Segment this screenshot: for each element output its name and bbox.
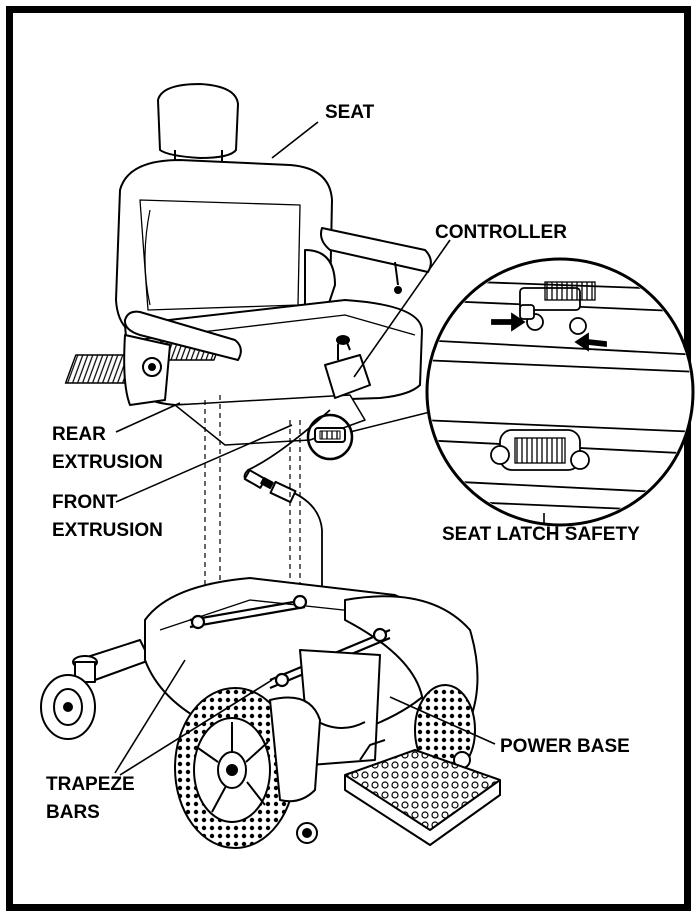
trapeze-bars [189, 594, 391, 690]
footplate [344, 749, 501, 831]
seat-latch-detail [425, 257, 695, 527]
seat-assembly [64, 83, 432, 640]
label-trapeze-bars-line2: BARS [46, 802, 100, 823]
power-base [40, 577, 501, 849]
arrow-left [574, 332, 607, 352]
label-front-extrusion-line2: EXTRUSION [52, 520, 163, 541]
label-seat-latch-safety: SEAT LATCH SAFETY [442, 524, 640, 545]
armrest-right [320, 227, 432, 273]
leader-lines [114, 121, 545, 776]
headrest [157, 83, 239, 159]
label-seat: SEAT [325, 102, 375, 123]
label-power-base: POWER BASE [500, 736, 630, 757]
label-front-extrusion-line1: FRONT [52, 492, 118, 513]
armrest-left [123, 310, 242, 361]
controller [324, 335, 371, 399]
label-rear-extrusion-line2: EXTRUSION [52, 452, 163, 473]
label-rear-extrusion-line1: REAR [52, 424, 106, 445]
label-controller: CONTROLLER [435, 222, 567, 243]
label-trapeze-bars-line1: TRAPEZE [46, 774, 135, 795]
seat-latch-callout-small [306, 413, 354, 461]
cable-connector [243, 469, 297, 504]
arrow-right [491, 312, 526, 332]
